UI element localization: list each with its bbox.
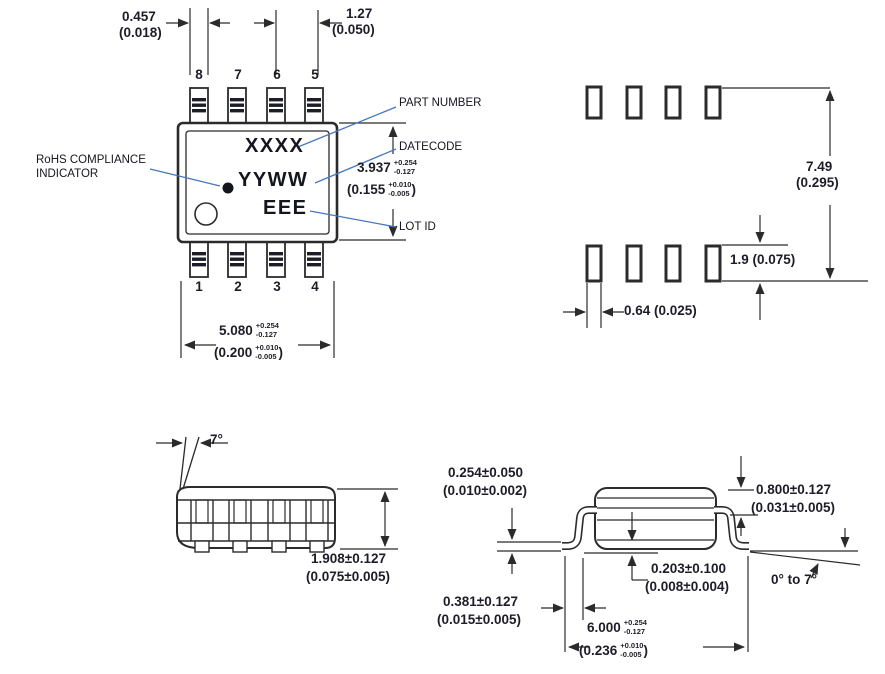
leader-lines [149, 106, 397, 228]
dim-lead-thickness-inch: (0.008±0.004) [645, 579, 729, 594]
lot-id-leader [309, 210, 397, 228]
end-view [497, 456, 861, 652]
top-view [149, 8, 406, 358]
dim-body-length-inch-row: (0.200 +0.010-0.005 ) [214, 343, 283, 361]
dim-foot-angle: 0° to 7° [771, 572, 818, 587]
dim-pin-width-inch: (0.018) [119, 25, 162, 40]
package-body-outline [176, 121, 339, 244]
marking-datecode: YYWW [238, 169, 309, 191]
dim-pitch-inch: (0.050) [332, 22, 375, 37]
dim-pin-width-mm: 0.457 [122, 9, 156, 24]
rohs-leader [149, 168, 221, 187]
dim-standoff-inch: (0.010±0.002) [443, 483, 527, 498]
package-body-inner-outline [185, 130, 330, 235]
dim-height-mm: 1.908±0.127 [311, 551, 386, 566]
dim-lead-thickness-mm: 0.203±0.100 [651, 561, 726, 576]
dim-lead-width-lines [541, 556, 606, 652]
pin-number-2: 2 [234, 279, 242, 294]
dim-body-width-inch: (0.155 [347, 182, 386, 197]
pin-number-3: 3 [273, 279, 281, 294]
datecode-label: DATECODE [399, 141, 463, 153]
dim-lead-thickness-lines [627, 512, 648, 581]
pin-number-5: 5 [311, 67, 319, 82]
dim-body-length-lines [180, 281, 335, 358]
dim-lead-width-mm: 0.381±0.127 [443, 594, 518, 609]
part-number-leader [297, 106, 397, 148]
pin-number-8: 8 [195, 67, 203, 82]
pin1-indicator-circle [194, 202, 218, 226]
rohs-label-line1: RoHS COMPLIANCE [36, 154, 146, 166]
pin-number-6: 6 [273, 67, 281, 82]
dim-height-inch: (0.075±0.005) [306, 569, 390, 584]
part-number-label: PART NUMBER [399, 97, 482, 109]
dim-pad-length-lines [722, 215, 788, 320]
dim-pad-width-lines [563, 283, 624, 328]
dim-standoff-mm: 0.254±0.050 [448, 465, 523, 480]
end-view-leads [562, 506, 749, 550]
dim-pitch-lines [254, 10, 342, 75]
dim-shoulder-inch: (0.031±0.005) [751, 500, 835, 515]
dim-body-length-mm-row: 5.080 +0.254-0.127 [219, 321, 279, 339]
end-body-outline [594, 487, 717, 550]
datecode-leader [314, 148, 397, 184]
dim-foot-angle-lines [749, 528, 861, 579]
dim-body-width-mm: 3.937 [357, 160, 391, 175]
dim-shoulder-lines [728, 456, 758, 536]
dim-body-width-inch-row: (0.155 +0.010-0.005 ) [347, 180, 416, 198]
dim-pad-width: 0.64 (0.025) [624, 303, 697, 318]
top-pins [189, 87, 324, 124]
bottom-pins [189, 241, 324, 278]
dim-body-length-mm: 5.080 [219, 323, 253, 338]
dim-overall-width-inch: (0.236 [579, 643, 618, 658]
dim-body-width-lines [339, 122, 406, 241]
rohs-label-line2: INDICATOR [36, 168, 99, 180]
end-body-layer-lines [597, 497, 714, 541]
dim-overall-width-inch-row: (0.236 +0.010-0.005 ) [579, 641, 648, 659]
dim-row-span-inch: (0.295) [796, 175, 839, 190]
dim-row-span-mm: 7.49 [806, 159, 833, 174]
side-view-leads [190, 499, 329, 553]
dim-overall-width-lines [568, 556, 749, 652]
dim-height-lines [337, 488, 398, 550]
pin-number-7: 7 [234, 67, 242, 82]
dim-standoff-lines [497, 508, 561, 574]
dim-lead-width-inch: (0.015±0.005) [437, 612, 521, 627]
dim-pitch-mm: 1.27 [346, 6, 373, 21]
dim-body-width-mm-row: 3.937 +0.254-0.127 [357, 158, 417, 176]
rohs-indicator-dot [222, 182, 234, 194]
dim-lead-angle-lines [156, 436, 228, 490]
pin-number-4: 4 [311, 279, 319, 294]
pin-number-1: 1 [195, 279, 203, 294]
marking-lot-id: EEE [263, 197, 308, 219]
dim-body-length-inch: (0.200 [214, 345, 253, 360]
land-pattern [563, 85, 868, 328]
dim-lead-angle: 7° [210, 432, 223, 447]
dim-pin-width-lines [166, 8, 230, 75]
side-view [156, 436, 398, 553]
side-body-outline [176, 486, 336, 549]
dim-pad-length: 1.9 (0.075) [730, 252, 796, 267]
dim-row-span-lines [722, 87, 868, 282]
marking-part-number: XXXX [245, 135, 305, 157]
dim-overall-width-mm-row: 6.000 +0.254-0.127 [587, 618, 647, 636]
lot-id-label: LOT ID [399, 221, 436, 233]
land-pattern-pads [585, 85, 722, 283]
dim-overall-width-mm: 6.000 [587, 620, 621, 635]
dim-shoulder-mm: 0.800±0.127 [756, 482, 831, 497]
